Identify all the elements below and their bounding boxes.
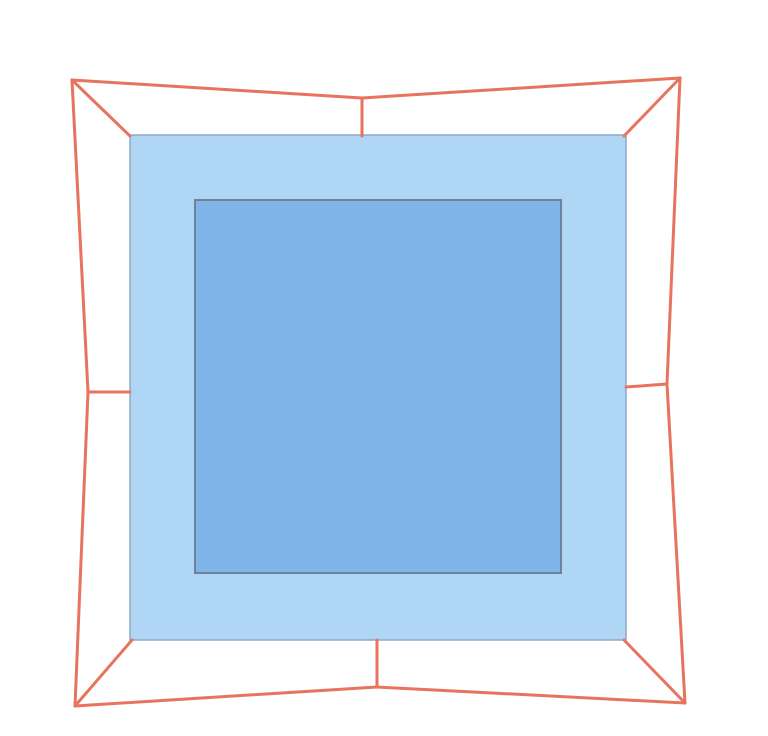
frame-midline-right bbox=[624, 382, 669, 389]
red-wire-frame bbox=[70, 76, 687, 708]
frame-corner-line-top-right bbox=[622, 76, 682, 138]
frame-corner-line-top-left bbox=[70, 78, 132, 138]
frame-corner-line-bottom-left bbox=[73, 638, 134, 708]
inner-dark-blue-square bbox=[194, 199, 562, 574]
frame-corner-line-bottom-right bbox=[622, 638, 687, 705]
